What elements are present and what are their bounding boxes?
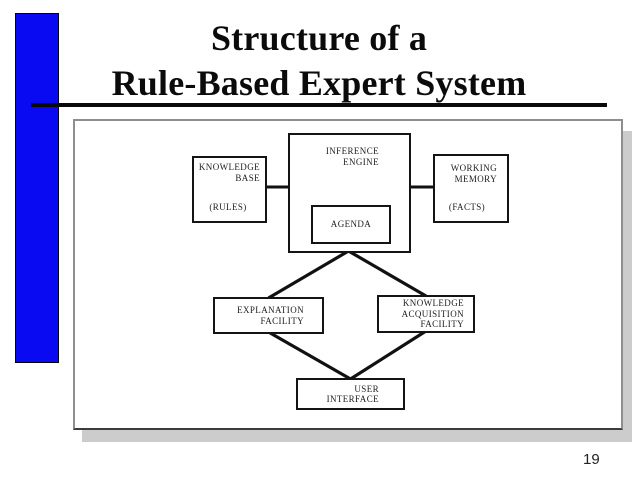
agenda-label: AGENDA [330,219,372,230]
slide-title-line2: Rule-Based Expert System [111,63,527,103]
knowledge-base-sublabel: (RULES) [209,201,247,212]
box-explanation-facility: EXPLANATION FACILITY [213,297,324,334]
user-interface-label: USER INTERFACE [326,383,379,405]
slide-title-line1: Structure of a [210,18,428,58]
blue-accent-bar [15,13,59,363]
knowledge-base-label: KNOWLEDGE BASE [198,162,260,183]
box-knowledge-acquisition-facility: KNOWLEDGE ACQUISITION FACILITY [377,295,475,333]
box-working-memory: WORKING MEMORY (FACTS) [433,154,509,223]
box-agenda: AGENDA [311,205,391,244]
diagram-panel: KNOWLEDGE BASE (RULES) INFERENCE ENGINE … [73,119,623,430]
title-underline [31,103,607,107]
connector-ie-kaf [347,249,427,298]
page-number: 19 [583,451,600,468]
box-knowledge-base: KNOWLEDGE BASE (RULES) [192,156,267,223]
inference-engine-label: INFERENCE ENGINE [325,146,379,167]
explanation-facility-label: EXPLANATION FACILITY [237,305,304,326]
working-memory-sublabel: (FACTS) [448,201,486,212]
box-user-interface: USER INTERFACE [296,378,405,410]
connector-ie-ef [267,249,350,300]
connector-ef-ui [267,330,352,381]
knowledge-acquisition-facility-label: KNOWLEDGE ACQUISITION FACILITY [401,298,464,330]
working-memory-label: WORKING MEMORY [450,163,497,184]
connector-lines [265,185,435,381]
connector-kaf-ui [349,329,427,381]
slide-title: Structure of a Rule-Based Expert System [20,16,618,106]
